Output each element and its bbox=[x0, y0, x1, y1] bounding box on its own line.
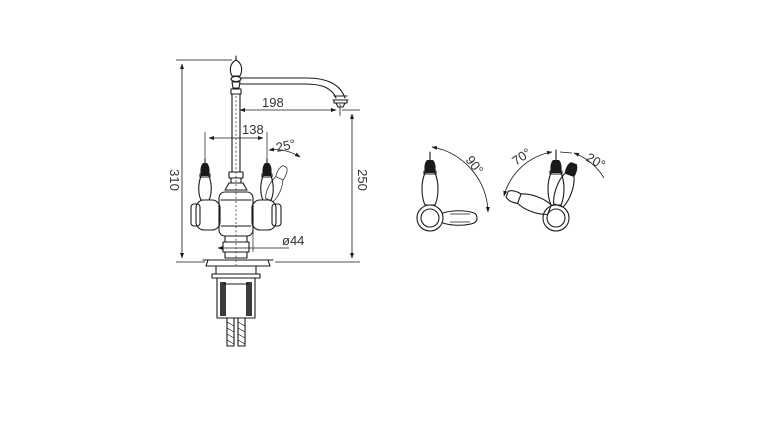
rotation-angle-right: 20° bbox=[584, 150, 609, 173]
spout bbox=[239, 77, 349, 114]
valve-body bbox=[218, 191, 254, 259]
dim-handle-tilt: 25° bbox=[275, 136, 297, 155]
dim-spout-height: 250 bbox=[355, 169, 370, 191]
dim-spout-reach: 198 bbox=[262, 95, 284, 110]
rotation-angle-left: 70° bbox=[509, 145, 534, 169]
dim-body-diameter: ø44 bbox=[282, 233, 304, 248]
rotation-view-dual: 70° 20° bbox=[503, 145, 609, 232]
left-handle bbox=[190, 158, 221, 231]
dimension-lines: 310 250 198 138 25° ø44 bbox=[167, 59, 370, 263]
mounting-hardware bbox=[202, 259, 274, 347]
right-handle bbox=[251, 158, 288, 231]
dim-handle-spacing: 138 bbox=[242, 122, 264, 137]
handle-tilt-left bbox=[505, 190, 552, 215]
faucet-elevation bbox=[190, 55, 349, 347]
faucet-column bbox=[224, 93, 248, 191]
rotation-angle-single: 90° bbox=[463, 153, 487, 178]
right-handle-rotated bbox=[265, 165, 288, 203]
dim-total-height: 310 bbox=[167, 169, 182, 191]
handle-tilt-right bbox=[553, 162, 578, 208]
column-finial bbox=[229, 55, 243, 95]
rotation-view-single: 90° bbox=[416, 145, 490, 232]
